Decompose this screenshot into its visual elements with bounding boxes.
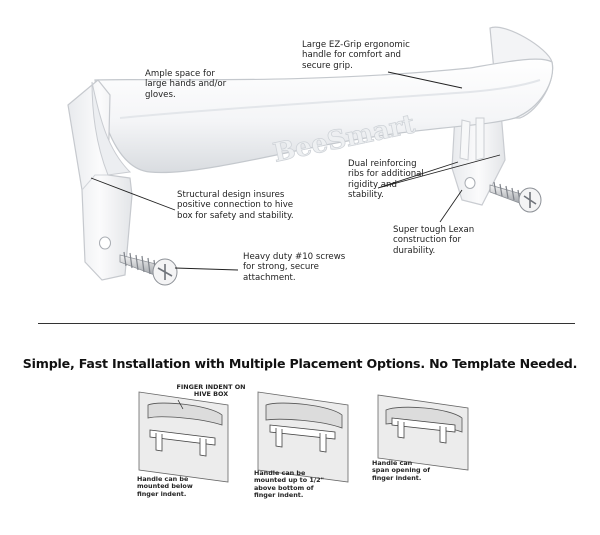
caption-line: finger indent. <box>137 489 187 498</box>
callout-line: ribs for additional <box>348 169 424 180</box>
option-1-caption: Handle can be mounted below finger inden… <box>137 475 193 498</box>
caption-line: Handle can be <box>254 469 306 477</box>
option-2-caption: Handle can be mounted up to 1/2" above b… <box>254 469 324 500</box>
callout-line: Heavy duty #10 screws <box>243 252 346 262</box>
left-handle-post <box>91 81 132 176</box>
left-mount-plate <box>67 79 133 281</box>
callout-ez-grip: Large EZ-Grip ergonomic handle for comfo… <box>302 40 410 71</box>
grip-bar <box>94 58 554 174</box>
callout-line: stability. <box>348 189 384 200</box>
finger-indent-label: FINGER INDENT ON HIVE BOX <box>176 383 246 399</box>
callout-ample-space: Ample space for large hands and/or glove… <box>145 69 226 100</box>
callout-line: handle for comfort and <box>302 50 402 61</box>
callout-line: secure grip. <box>302 60 353 71</box>
callout-line: durability. <box>393 245 436 256</box>
callout-line: Large EZ-Grip ergonomic <box>302 40 410 50</box>
caption-line: Handle can <box>372 459 413 467</box>
reinforcing-ribs <box>459 117 485 161</box>
right-screw-icon <box>489 181 542 213</box>
section-divider <box>38 323 575 324</box>
callout-screws: Heavy duty #10 screws for strong, secure… <box>243 252 345 283</box>
installation-heading: Simple, Fast Installation with Multiple … <box>22 356 578 371</box>
label-line: FINGER INDENT ON <box>176 383 246 391</box>
callout-line: gloves. <box>145 89 176 100</box>
callout-line: Ample space for <box>145 69 215 79</box>
callout-line: box for safety and stability. <box>177 210 294 221</box>
caption-line: mounted below <box>137 482 193 491</box>
callout-reinforcing: Dual reinforcing ribs for additional rig… <box>348 159 424 200</box>
callout-leaders <box>90 71 501 271</box>
callout-lexan: Super tough Lexan construction for durab… <box>393 225 474 256</box>
callout-line: large hands and/or <box>145 79 227 90</box>
callout-line: Dual reinforcing <box>348 159 417 169</box>
caption-line: finger indent. <box>372 473 422 482</box>
caption-line: Handle can be <box>137 475 189 483</box>
callout-line: Structural design insures <box>177 190 285 200</box>
callout-structural: Structural design insures positive conne… <box>177 190 294 221</box>
callout-line: positive connection to hive <box>177 200 294 211</box>
caption-line: mounted up to 1/2" <box>254 476 324 485</box>
callout-line: attachment. <box>243 272 296 283</box>
left-screw-icon <box>119 251 178 286</box>
callout-line: for strong, secure <box>243 262 319 273</box>
label-line: HIVE BOX <box>193 390 229 399</box>
caption-line: above bottom of <box>254 483 314 492</box>
option-3-caption: Handle can span opening of finger indent… <box>372 459 431 482</box>
caption-line: span opening of <box>372 466 431 475</box>
callout-line: construction for <box>393 235 461 246</box>
callout-line: rigidity and <box>348 179 397 190</box>
callout-line: Super tough Lexan <box>393 225 475 235</box>
caption-line: finger indent. <box>254 491 304 500</box>
